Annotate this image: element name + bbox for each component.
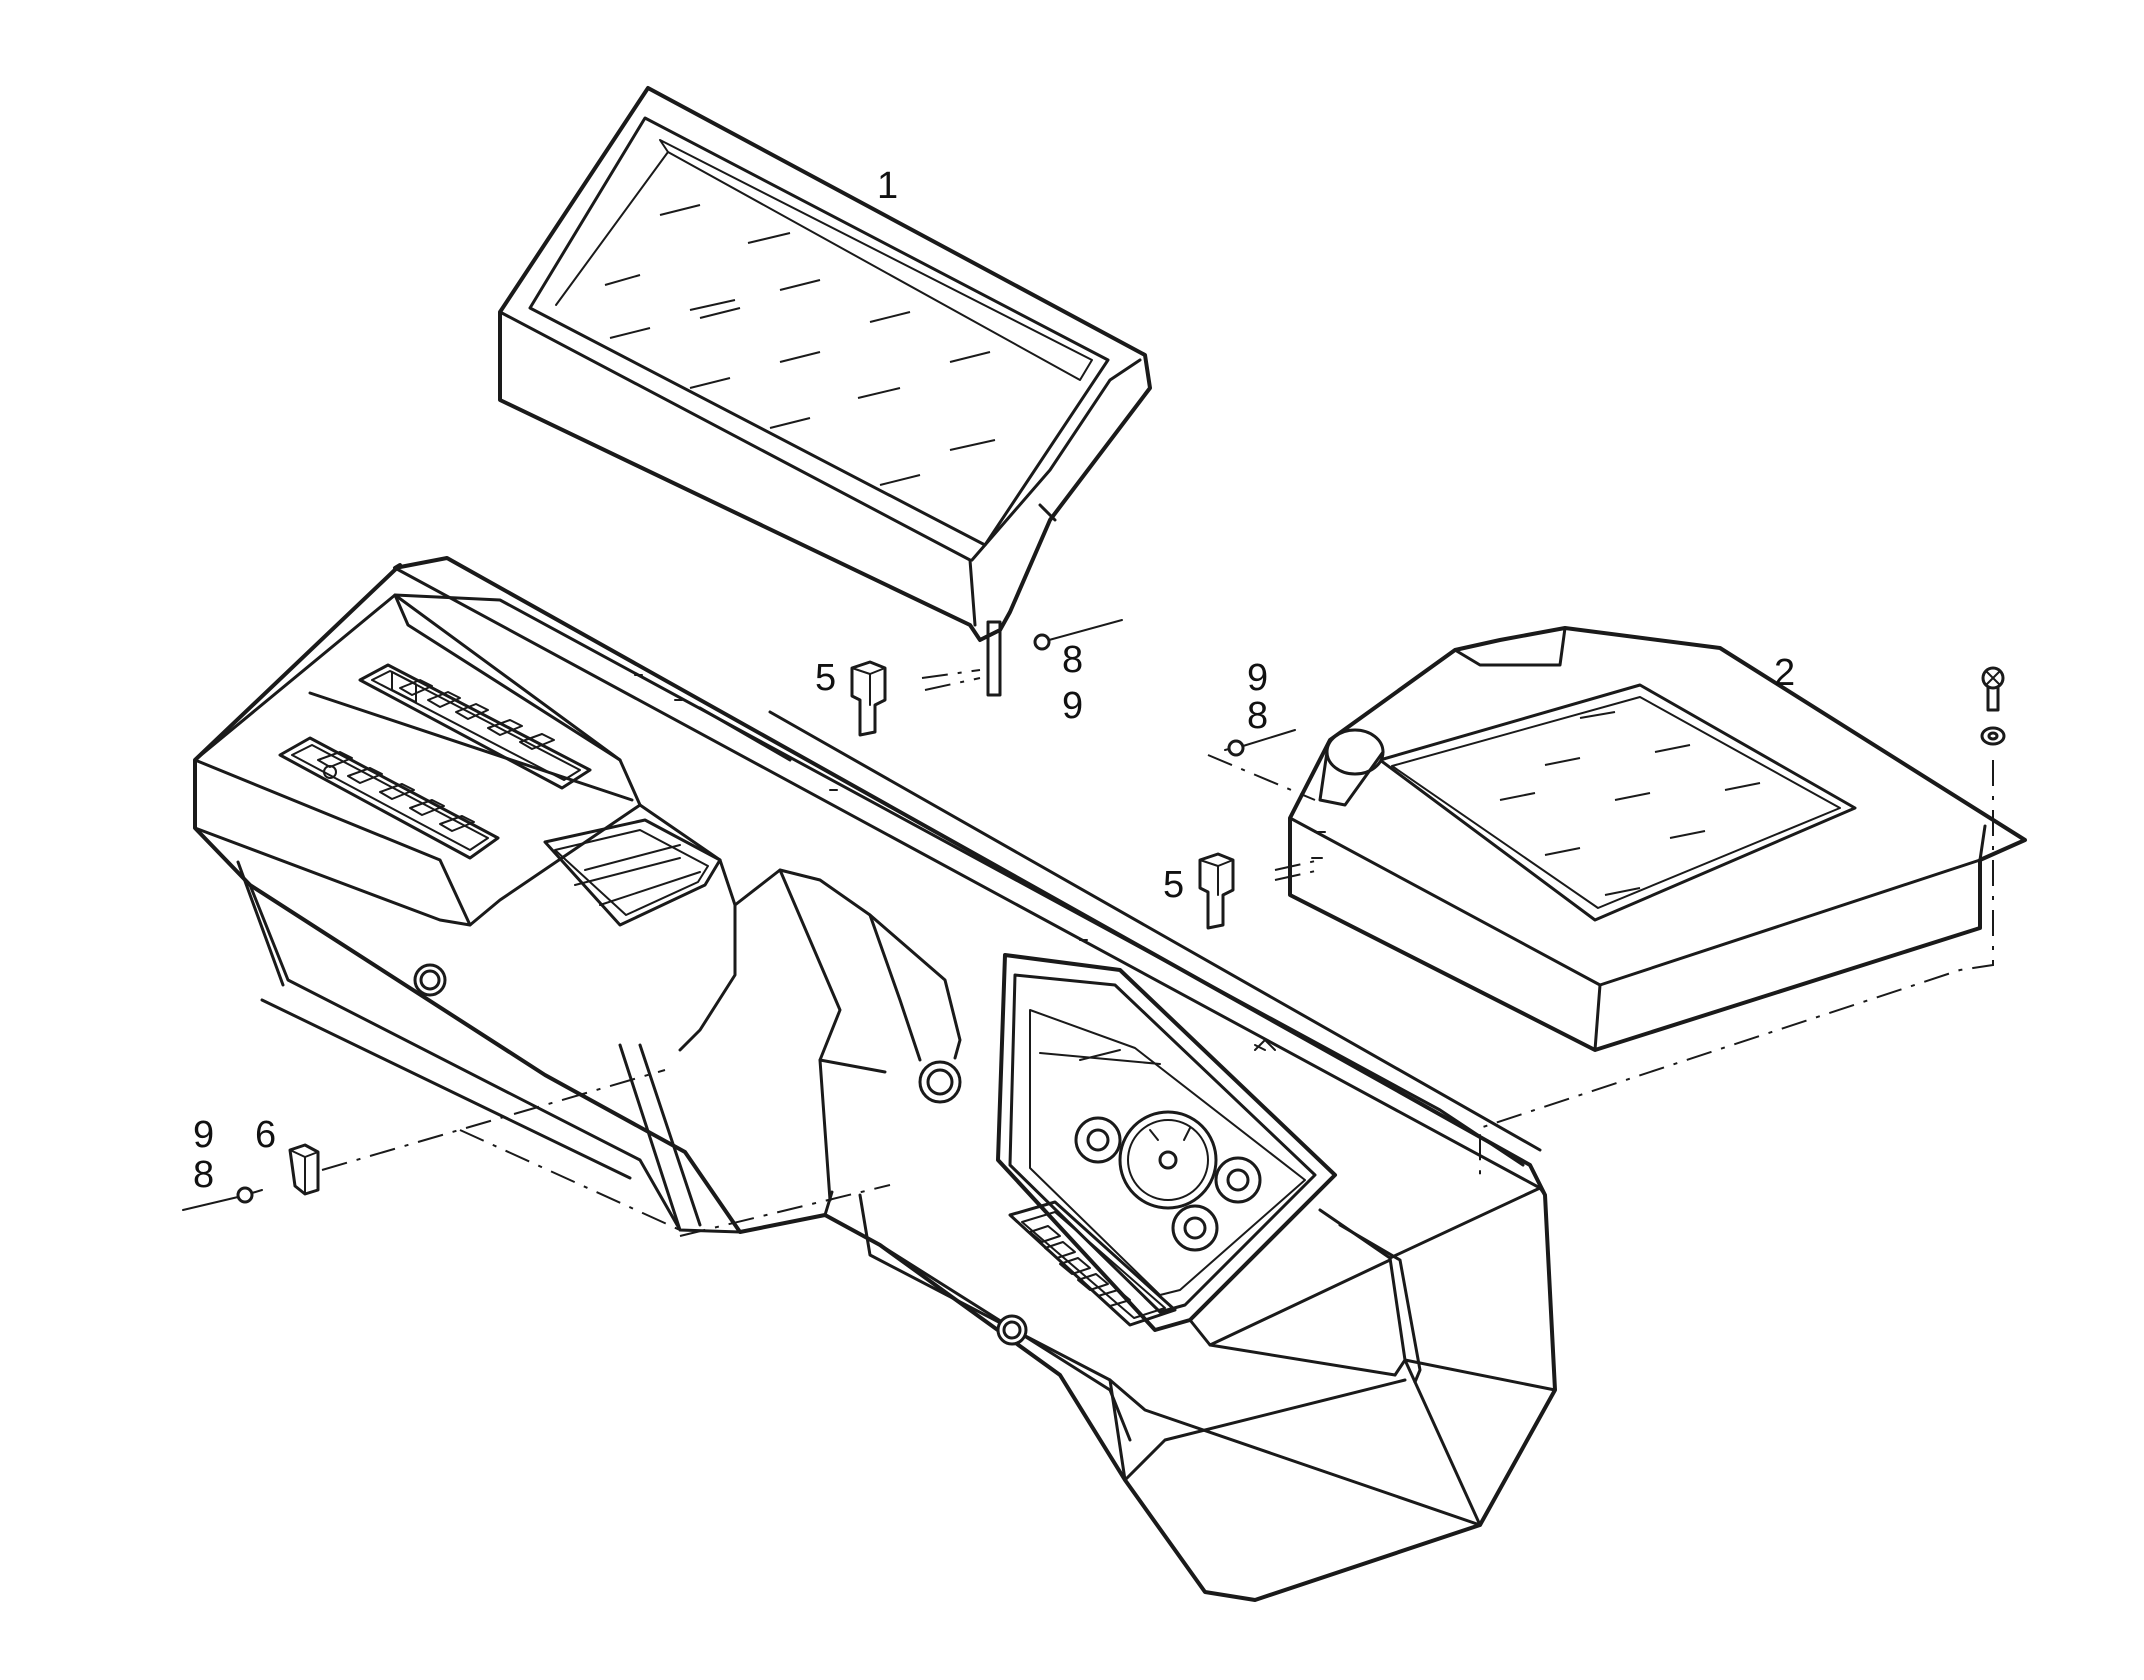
callout-9-left: 9 [193, 1114, 214, 1156]
dashboard-main-body [193, 556, 1557, 1602]
part-6-clip [288, 1143, 320, 1196]
callout-5-lower: 5 [1163, 864, 1184, 906]
right-visor-glass-reflections [1499, 711, 1761, 896]
part-5-clip-upper [850, 660, 887, 737]
instrument-gauges [1074, 1110, 1262, 1252]
callout-9-right: 9 [1247, 657, 1268, 699]
part-8-9-rivet-upper [1033, 619, 1123, 651]
callout-1: 1 [877, 165, 898, 207]
part-1-left-visor [498, 86, 1152, 697]
callout-9-upper: 9 [1062, 685, 1083, 727]
callout-2: 2 [1774, 652, 1795, 694]
callout-8-upper: 8 [1062, 639, 1083, 681]
callout-6: 6 [255, 1114, 276, 1156]
part-8-9-rivet-right [1224, 729, 1296, 757]
part-2-right-visor [1288, 626, 2027, 1052]
part-5-clip-lower [1198, 852, 1235, 930]
callout-5-upper: 5 [815, 657, 836, 699]
visor-glass-reflections [604, 204, 996, 486]
assembly-leader-lines [321, 669, 1994, 1237]
callout-labels: 1 2 5 8 9 9 8 5 9 6 8 [193, 165, 1795, 1196]
callout-8-left: 8 [193, 1154, 214, 1196]
callout-8-right: 8 [1247, 695, 1268, 737]
screw-and-washer [1980, 666, 2006, 746]
part-8-9-rivet-left [182, 1186, 263, 1211]
